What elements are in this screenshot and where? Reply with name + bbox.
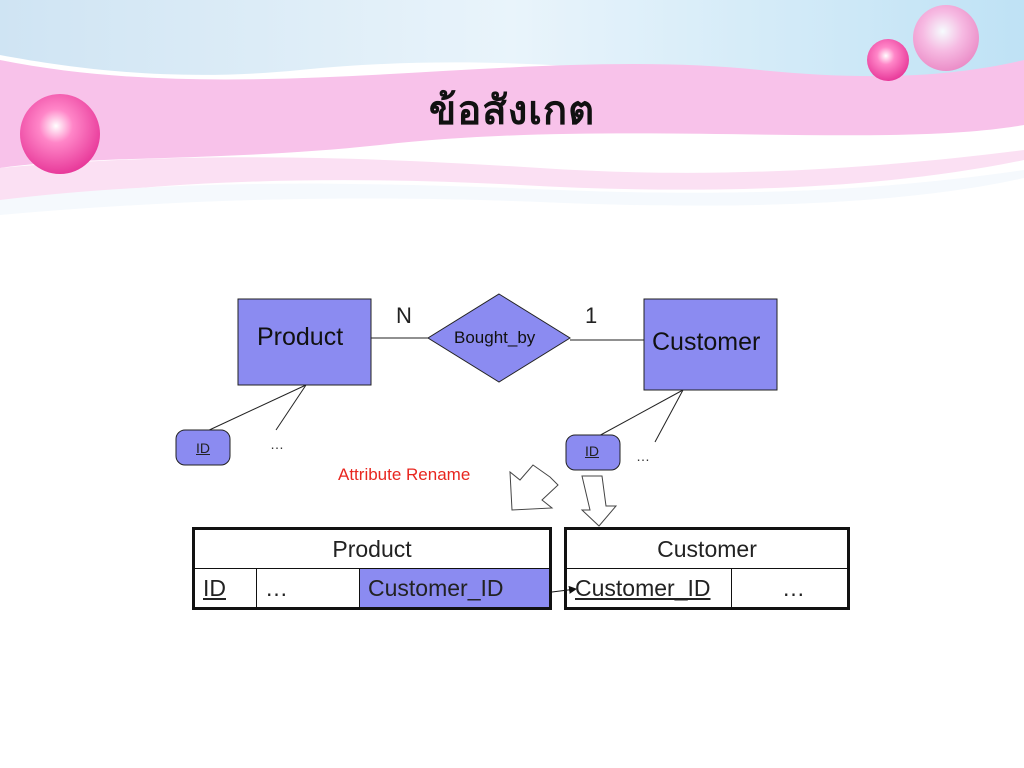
rename-arrow-left: [509, 464, 559, 511]
attribute-line-customer-id: [594, 389, 684, 439]
relationship-label: Bought_by: [454, 328, 536, 347]
attribute-rename-annotation: Attribute Rename: [338, 465, 471, 484]
product-relation-table: Product ID … Customer_ID: [192, 527, 552, 610]
customer-table-title: Customer: [564, 528, 850, 569]
cardinality-1: 1: [585, 303, 598, 328]
entity-customer-label: Customer: [652, 328, 761, 356]
customer-column-more: …: [730, 568, 850, 609]
attribute-line-customer-more: [654, 389, 684, 443]
customer-column-customer-id: Customer_ID: [565, 568, 732, 609]
attribute-product-id-label: ID: [196, 440, 210, 456]
product-column-customer-id: Customer_ID: [359, 568, 551, 609]
entity-product-label: Product: [257, 323, 344, 351]
product-column-more: …: [256, 568, 360, 609]
customer-relation-table: Customer Customer_ID …: [564, 527, 851, 610]
entity-customer-box: [643, 298, 778, 391]
cardinality-n: N: [396, 303, 412, 328]
pink-ball-right: [867, 39, 909, 81]
rename-arrow-down: [580, 475, 618, 527]
product-column-id: ID: [193, 568, 257, 609]
attribute-oval-product-id: [175, 429, 231, 466]
product-table-title: Product: [193, 528, 551, 569]
attribute-product-more: …: [270, 436, 285, 452]
pink-ball-left: [20, 94, 100, 174]
attribute-oval-customer-id: [565, 434, 621, 471]
attribute-line-product-id: [204, 384, 307, 433]
relationship-diamond: [427, 293, 571, 383]
attribute-customer-id-label: ID: [585, 443, 599, 459]
attribute-customer-more: …: [636, 448, 651, 464]
entity-product-box: [237, 298, 372, 386]
pink-ball-top-right: [913, 5, 979, 71]
slide-title: ข้อสังเกต: [428, 87, 596, 134]
attribute-line-product-more: [275, 384, 307, 431]
